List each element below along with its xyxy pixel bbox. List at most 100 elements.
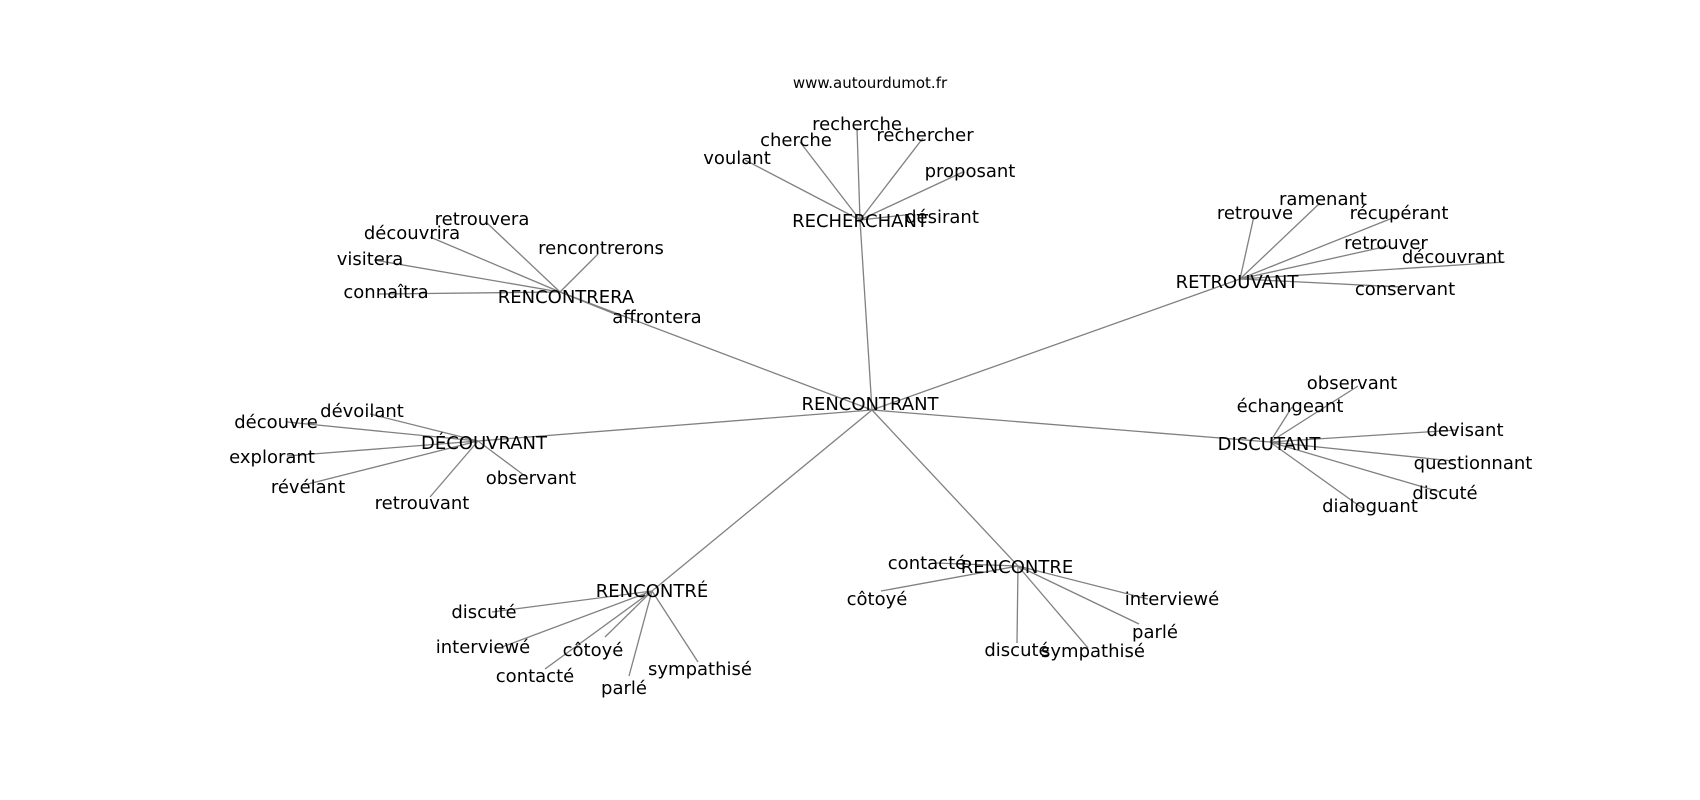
leaf-word: questionnant (1414, 453, 1533, 474)
leaf-word: côtoyé (563, 640, 624, 661)
leaf-word: discuté (984, 640, 1049, 661)
leaf-word: échangeant (1237, 396, 1344, 417)
hub-to-leaf-edge (544, 590, 653, 670)
hub-to-leaf-edge (604, 590, 653, 638)
hub-to-leaf-edge (1239, 245, 1389, 280)
leaf-word: ramenant (1279, 189, 1367, 210)
hub-to-leaf-edge (1017, 565, 1140, 625)
hub-to-leaf-edge (1239, 216, 1396, 280)
hub-to-leaf-edge (1269, 441, 1454, 462)
hub-word: RECHERCHANT (792, 211, 929, 232)
leaf-word: sympathisé (648, 659, 752, 680)
leaf-word: découvrira (364, 223, 460, 244)
leaf-word: révélant (271, 477, 345, 498)
leaf-word: observant (486, 468, 576, 489)
leaf-word: parlé (601, 678, 647, 699)
leaf-word: rechercher (876, 125, 974, 146)
leaf-word: retrouvera (435, 209, 530, 230)
leaf-word: découvre (234, 412, 318, 433)
leaf-word: conservant (1355, 279, 1455, 300)
hub-to-leaf-edge (1269, 441, 1441, 493)
leaf-word: discuté (1412, 483, 1477, 504)
leaf-word: côtoyé (847, 589, 908, 610)
graph-edges (286, 127, 1506, 677)
leaf-word: recherche (812, 114, 902, 135)
leaf-word: observant (1307, 373, 1397, 394)
leaf-word: proposant (925, 161, 1016, 182)
hub-to-leaf-edge (429, 236, 561, 293)
hub-to-leaf-edge (1017, 565, 1149, 600)
leaf-word: dévoilant (320, 401, 404, 422)
hub-to-leaf-edge (477, 440, 526, 477)
graph-labels: www.autourdumot.fr RENCONTRANT RECHERCHA… (229, 74, 1532, 699)
hub-to-leaf-edge (880, 565, 1019, 592)
hub-to-leaf-edge (1269, 429, 1458, 443)
leaf-word: cherche (760, 130, 832, 151)
hub-to-leaf-edge (1016, 565, 1019, 644)
center-to-hub-edge (859, 219, 873, 411)
center-to-hub-edge (871, 409, 1019, 567)
hub-word: RENCONTRERA (498, 287, 635, 308)
hub-to-leaf-edge (559, 291, 621, 317)
hub-to-leaf-edge (744, 159, 861, 221)
hub-to-leaf-edge (651, 590, 699, 663)
leaf-word: retrouvant (375, 493, 470, 514)
leaf-word: discuté (451, 602, 516, 623)
hub-word: RETROUVANT (1176, 272, 1300, 293)
leaf-word: affrontera (612, 307, 701, 328)
center-to-hub-edge (559, 291, 873, 411)
leaf-word: interviewé (436, 637, 530, 658)
hub-to-leaf-edge (373, 259, 561, 293)
center-to-hub-edge (871, 278, 1241, 411)
hub-to-leaf-edge (628, 590, 653, 677)
leaf-word: découvrant (1402, 247, 1504, 268)
hub-to-leaf-edge (491, 590, 653, 613)
hub-to-leaf-edge (1239, 261, 1506, 280)
hub-to-leaf-edge (859, 171, 964, 221)
hub-to-leaf-edge (859, 137, 924, 221)
leaf-word: contacté (496, 666, 574, 687)
hub-to-leaf-edge (1239, 278, 1403, 288)
hub-to-leaf-edge (799, 141, 861, 221)
leaf-word: voulant (703, 148, 771, 169)
leaf-word: contacté (888, 553, 966, 574)
hub-to-leaf-edge (486, 222, 561, 293)
hub-word: RENCONTRE (961, 557, 1073, 578)
leaf-word: connaîtra (343, 282, 428, 303)
hub-to-leaf-edge (1239, 202, 1321, 280)
hub-to-leaf-edge (1239, 215, 1255, 280)
center-word: RENCONTRANT (801, 394, 939, 415)
leaf-word: dialoguant (1322, 496, 1418, 517)
hub-to-leaf-edge (859, 214, 906, 221)
hub-to-leaf-edge (286, 440, 479, 457)
leaf-word: parlé (1132, 622, 1178, 643)
center-to-hub-edge (651, 409, 873, 592)
hub-to-leaf-edge (1269, 441, 1366, 511)
hub-to-leaf-edge (856, 127, 861, 221)
hub-to-leaf-edge (934, 562, 1019, 567)
hub-to-leaf-edge (377, 291, 561, 295)
hub-to-leaf-edge (559, 253, 599, 293)
hub-to-leaf-edge (369, 413, 479, 442)
center-to-hub-edge (477, 409, 873, 442)
leaf-word: retrouver (1344, 233, 1428, 254)
leaf-word: explorant (229, 447, 315, 468)
hub-to-leaf-edge (286, 421, 479, 442)
hub-to-leaf-edge (303, 440, 479, 486)
hub-to-leaf-edge (429, 440, 479, 498)
hub-to-leaf-edge (1269, 385, 1359, 443)
hub-to-leaf-edge (1017, 565, 1089, 649)
leaf-word: retrouve (1217, 203, 1293, 224)
hub-to-leaf-edge (501, 590, 653, 648)
leaf-word: récupérant (1350, 203, 1449, 224)
hub-word: DISCUTANT (1218, 434, 1322, 455)
leaf-word: désirant (905, 207, 979, 228)
hub-word: DÉCOUVRANT (421, 432, 548, 454)
leaf-word: rencontrerons (538, 238, 664, 259)
leaf-word: sympathisé (1041, 641, 1145, 662)
leaf-word: visitera (337, 249, 404, 270)
hub-to-leaf-edge (1269, 406, 1293, 443)
leaf-word: interviewé (1125, 589, 1219, 610)
source-label: www.autourdumot.fr (793, 74, 948, 92)
